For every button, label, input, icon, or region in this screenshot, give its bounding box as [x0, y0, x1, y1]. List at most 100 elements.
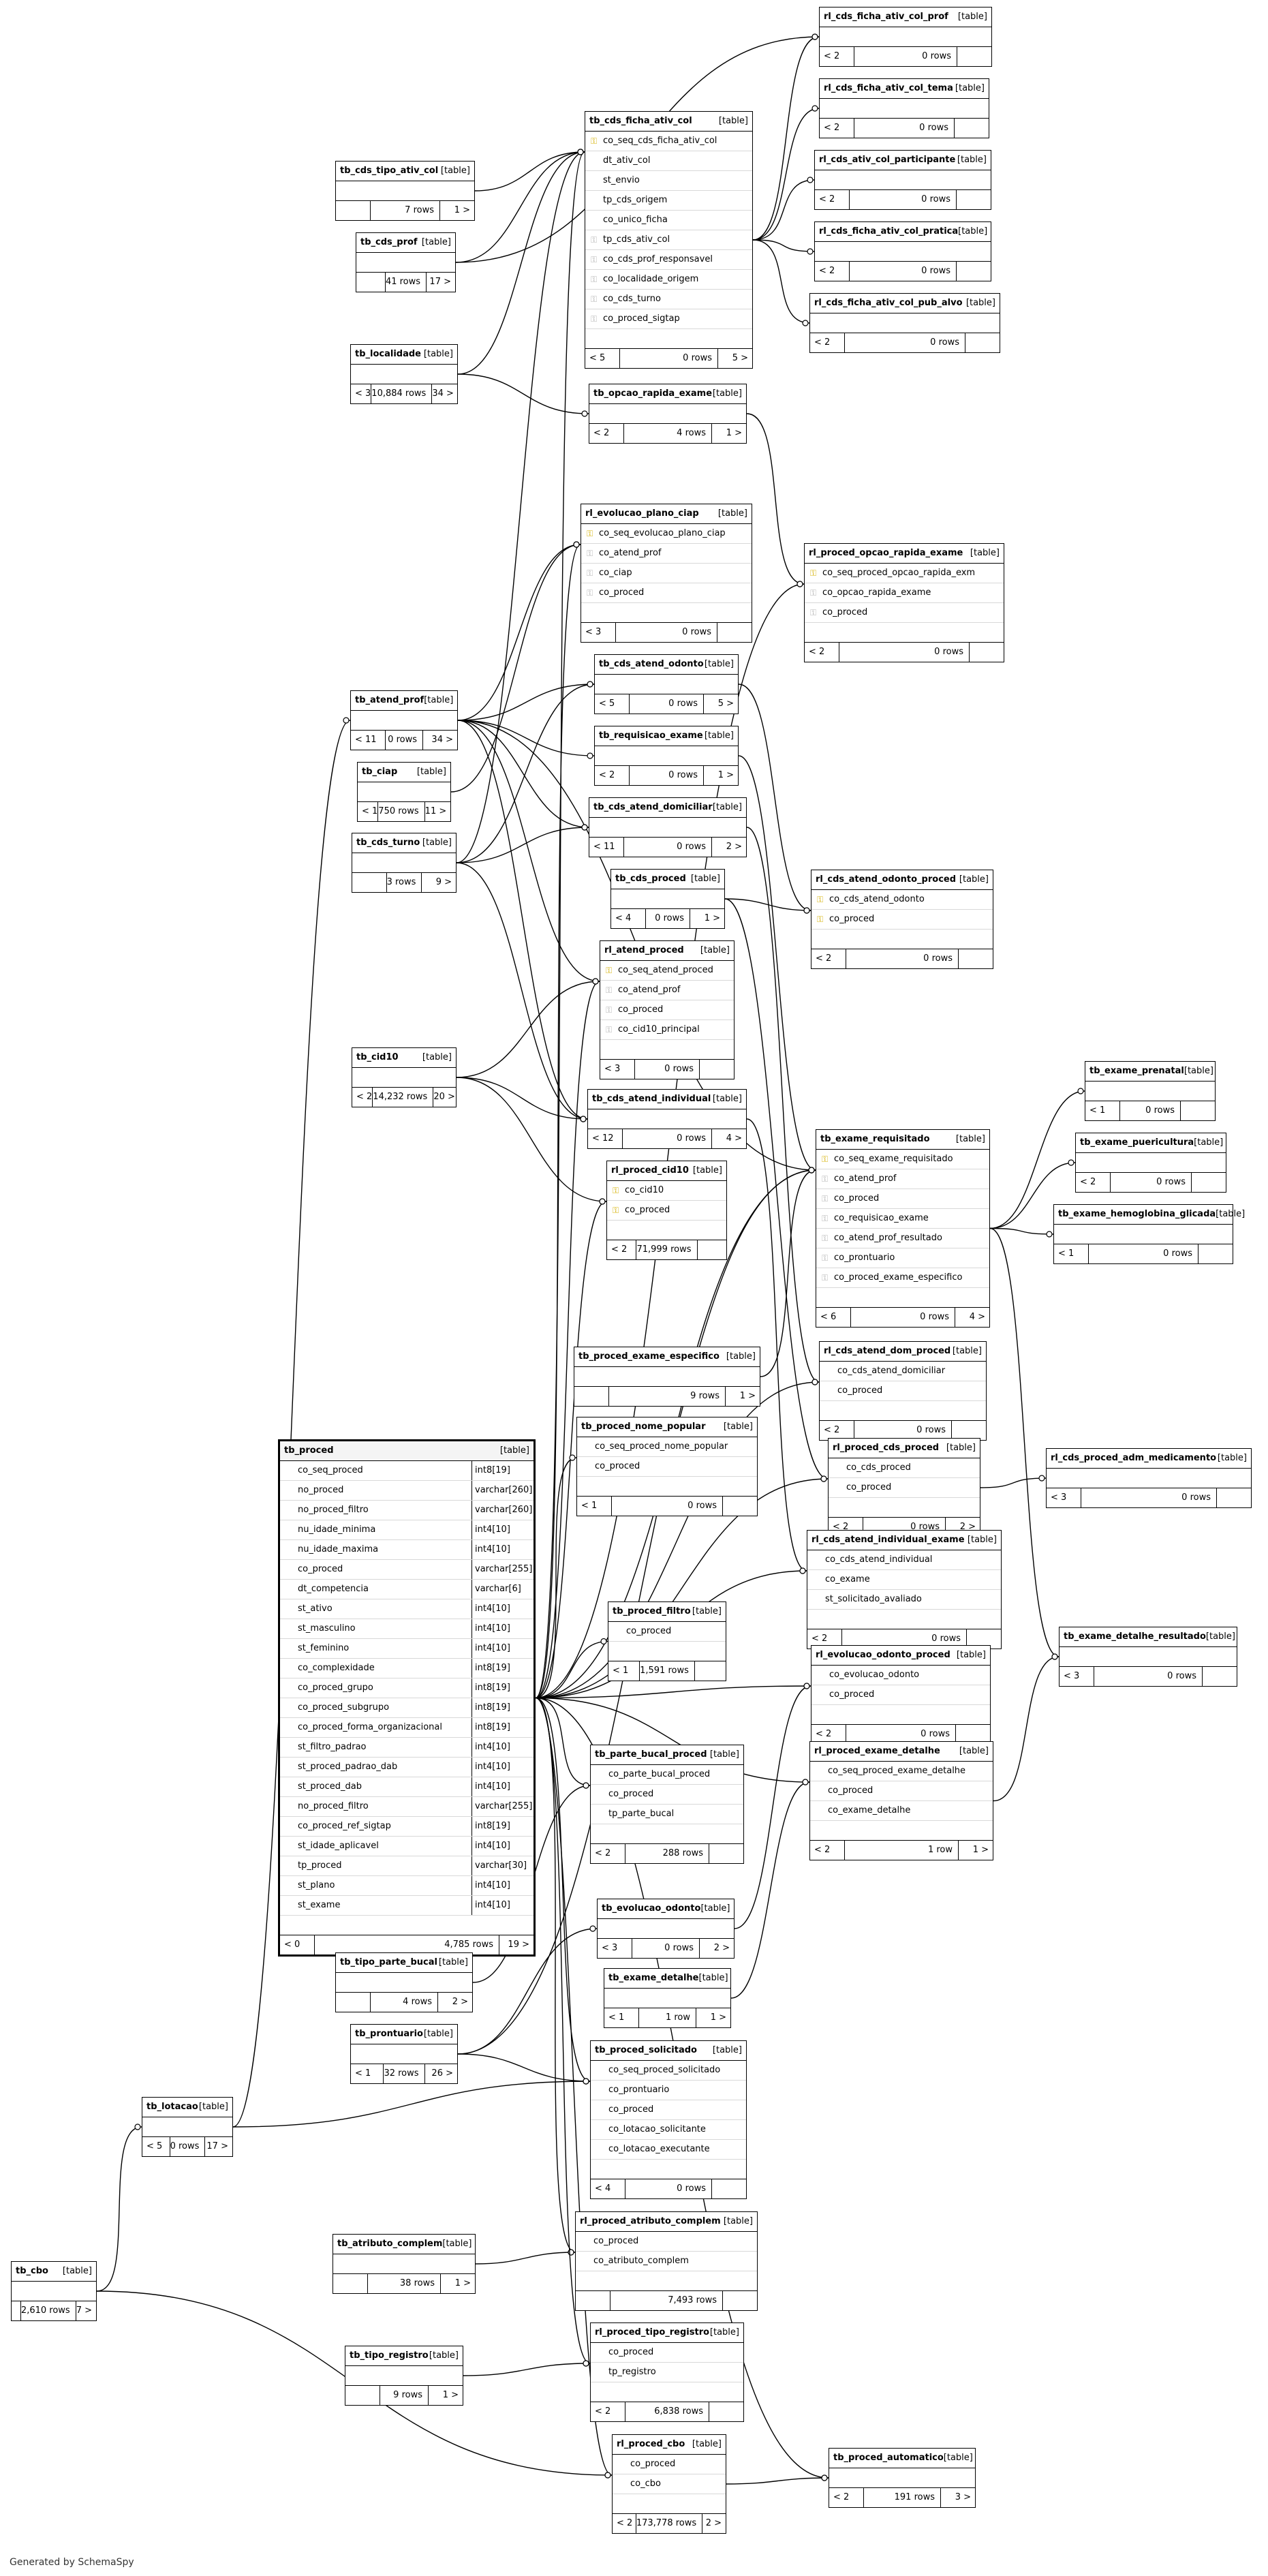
child-count-link[interactable]: 2 > — [452, 1997, 468, 2007]
column-row[interactable]: co_parte_bucal_proced — [591, 1765, 743, 1785]
child-count-link[interactable] — [1199, 1244, 1233, 1263]
parent-count-link[interactable]: < 2 — [820, 119, 854, 138]
parent-count-link[interactable]: < 2 — [820, 1421, 854, 1440]
child-count-link[interactable] — [717, 623, 752, 642]
table-rl-cds-atend-individual-exame[interactable]: rl_cds_atend_individual_exame[table]co_c… — [807, 1530, 1002, 1649]
child-count-link[interactable] — [1181, 1101, 1215, 1120]
table-name[interactable]: tb_exame_puericultura — [1080, 1137, 1194, 1148]
column-row[interactable]: ⚿co_cid10 — [607, 1181, 726, 1201]
parent-count-link[interactable]: < 2 — [1076, 1173, 1111, 1192]
child-count-link[interactable]: 11 > — [424, 806, 447, 816]
child-count-link[interactable]: 26 > — [431, 2068, 453, 2079]
table-rl-cds-atend-dom-proced[interactable]: rl_cds_atend_dom_proced[table]co_cds_ate… — [819, 1341, 987, 1441]
column-row[interactable]: ⚿co_atend_prof — [581, 544, 752, 564]
column-row[interactable]: co_seq_proced_solicitado — [591, 2061, 746, 2081]
child-count-link[interactable]: 17 > — [206, 2141, 228, 2151]
table-name[interactable]: tb_exame_prenatal — [1089, 1066, 1184, 1076]
table-name[interactable]: tb_prontuario — [355, 2029, 423, 2039]
table-name[interactable]: tb_proced_automatico — [833, 2453, 944, 2463]
column-row[interactable]: ⚿co_ciap — [581, 564, 752, 583]
table-name[interactable]: tb_cbo — [16, 2266, 48, 2276]
table-rl-cds-ficha-ativ-col-pub-alvo[interactable]: rl_cds_ficha_ativ_col_pub_alvo[table]< 2… — [809, 293, 1000, 353]
column-row[interactable]: ⚿tp_cds_ativ_col — [585, 230, 752, 250]
child-count-link[interactable]: 9 > — [435, 877, 452, 887]
child-count-link[interactable] — [970, 643, 1004, 662]
table-name[interactable]: tb_requisicao_exame — [599, 731, 703, 741]
column-row[interactable]: co_cds_atend_individual — [807, 1550, 1001, 1570]
table-name[interactable]: rl_cds_ativ_col_participante — [819, 155, 956, 165]
child-count-link[interactable]: 4 > — [726, 1133, 742, 1144]
parent-count-link[interactable]: < 5 — [595, 694, 630, 714]
table-name[interactable]: rl_cds_proced_adm_medicamento — [1051, 1453, 1217, 1463]
table-name[interactable]: rl_proced_opcao_rapida_exame — [809, 548, 963, 558]
parent-count-link[interactable]: < 1 — [608, 1661, 640, 1681]
column-row[interactable]: co_unico_ficha — [585, 211, 752, 230]
child-count-link[interactable]: 2 > — [726, 842, 742, 852]
parent-count-link[interactable] — [345, 2386, 380, 2405]
parent-count-link[interactable] — [336, 201, 371, 220]
column-row[interactable]: ⚿co_proced — [805, 603, 1004, 623]
child-count-link[interactable]: 1 > — [739, 1391, 756, 1401]
table-name[interactable]: rl_proced_cbo — [617, 2439, 685, 2449]
column-row[interactable]: co_lotacao_solicitante — [591, 2120, 746, 2140]
column-row[interactable]: co_proced — [576, 2232, 757, 2252]
table-name[interactable]: rl_proced_atributo_complem — [580, 2216, 721, 2226]
table-tb-cds-ficha-ativ-col[interactable]: tb_cds_ficha_ativ_col[table]⚿co_seq_cds_… — [585, 111, 753, 369]
parent-count-link[interactable]: < 2 — [811, 1725, 846, 1744]
parent-count-link[interactable]: < 4 — [591, 2179, 625, 2198]
parent-count-link[interactable]: < 2 — [591, 1844, 625, 1863]
table-name[interactable]: rl_cds_ficha_ativ_col_pub_alvo — [814, 298, 963, 308]
child-count-link[interactable] — [957, 190, 991, 209]
parent-count-link[interactable]: < 2 — [589, 424, 624, 443]
table-tb-proced-nome-popular[interactable]: tb_proced_nome_popular[table]co_seq_proc… — [576, 1417, 758, 1516]
parent-count-link[interactable]: < 3 — [1060, 1667, 1094, 1686]
table-name[interactable]: tb_cds_ficha_ativ_col — [589, 116, 692, 126]
column-row[interactable]: co_proced — [608, 1622, 726, 1642]
column-row[interactable]: ⚿co_localidade_origem — [585, 270, 752, 290]
table-name[interactable]: tb_cds_proced — [615, 874, 686, 884]
column-row[interactable]: ⚿co_cds_turno — [585, 290, 752, 309]
child-count-link[interactable] — [957, 262, 991, 281]
table-rl-atend-proced[interactable]: rl_atend_proced[table]⚿co_seq_atend_proc… — [600, 940, 734, 1079]
table-name[interactable]: tb_parte_bucal_proced — [595, 1749, 707, 1760]
child-count-link[interactable]: 1 > — [454, 2278, 471, 2288]
child-count-link[interactable]: 1 > — [717, 770, 734, 780]
table-name[interactable]: tb_cds_turno — [356, 838, 420, 848]
table-name[interactable]: tb_tipo_parte_bucal — [340, 1957, 437, 1967]
child-count-link[interactable] — [700, 1060, 734, 1079]
column-row[interactable]: ⚿co_seq_proced_opcao_rapida_exm — [805, 564, 1004, 583]
parent-count-link[interactable]: < 3 — [581, 623, 616, 642]
table-name[interactable]: tb_atributo_complem — [337, 2239, 443, 2249]
parent-count-link[interactable]: < 3 — [1047, 1488, 1081, 1507]
table-name[interactable]: tb_exame_hemoglobina_glicada — [1058, 1209, 1216, 1219]
table-name[interactable]: tb_proced_filtro — [613, 1606, 691, 1616]
column-row[interactable]: co_proced — [591, 1785, 743, 1805]
column-row[interactable]: co_proced — [810, 1781, 993, 1801]
table-name[interactable]: rl_evolucao_odonto_proced — [816, 1650, 950, 1660]
parent-count-link[interactable]: < 5 — [142, 2137, 170, 2156]
child-count-link[interactable] — [955, 119, 989, 138]
parent-count-link[interactable]: < 4 — [611, 909, 646, 928]
parent-count-link[interactable] — [356, 273, 386, 292]
